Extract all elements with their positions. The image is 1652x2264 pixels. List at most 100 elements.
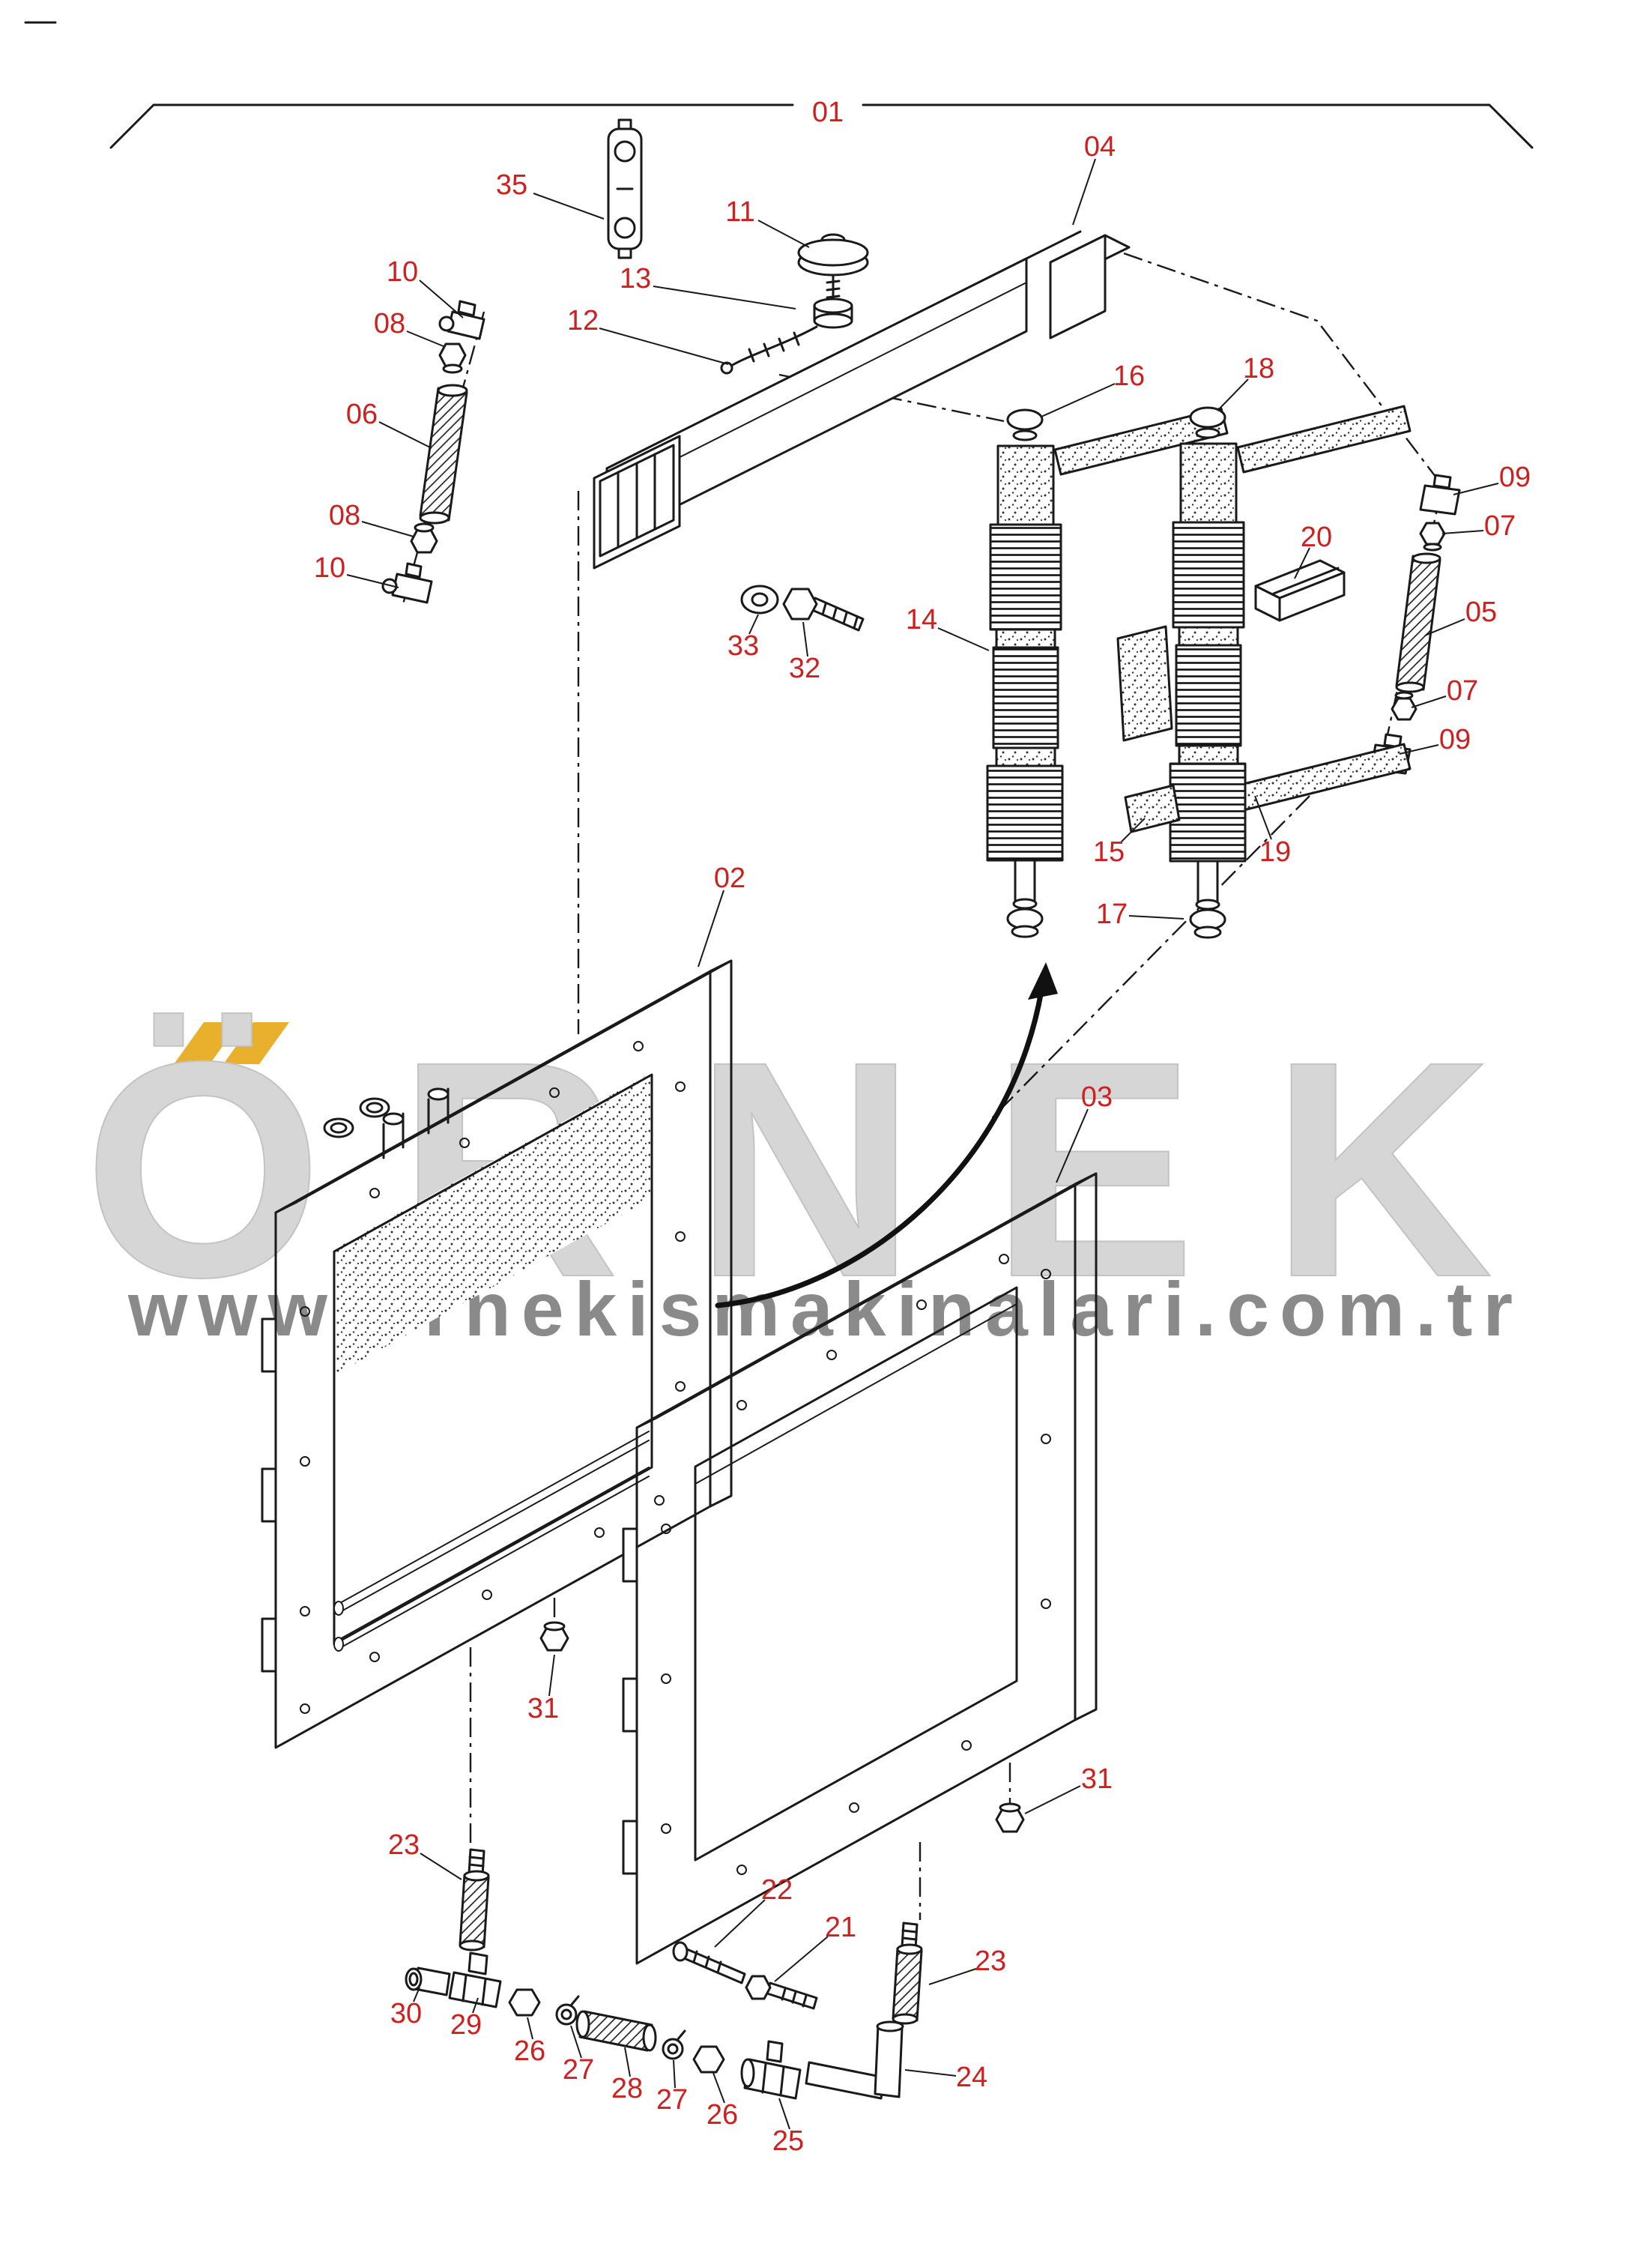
bolt-22 (672, 1941, 746, 1984)
callout-leader-35 (533, 193, 605, 220)
callout-leader-12 (599, 327, 729, 365)
callout-27: 27 (656, 2084, 688, 2116)
core-left-fins-1 (989, 523, 1062, 631)
bolt-head (782, 588, 818, 621)
core-left (986, 407, 1229, 938)
left-fitting-stack (381, 300, 485, 604)
callout-leader-22 (714, 1899, 766, 1948)
front-frame-shading (336, 1073, 650, 1374)
callout-leader-27 (570, 2025, 582, 2059)
callout-leader-26 (712, 2072, 725, 2104)
callout-leader-07 (1441, 530, 1484, 534)
callout-31: 31 (1081, 1763, 1113, 1795)
core-right-bottom-strip (1236, 743, 1412, 812)
callout-leader-02 (698, 890, 724, 968)
filler-cap-top (797, 238, 869, 267)
callout-04: 04 (1084, 131, 1116, 163)
pipe-boss-2 (323, 1117, 354, 1138)
header-line-left (109, 103, 794, 149)
front-frame (261, 959, 733, 1749)
overflow-tube (720, 325, 818, 375)
callout-leader-14 (937, 627, 990, 651)
core-right-fins-1 (1172, 521, 1245, 629)
pipe-boss-1 (359, 1097, 390, 1118)
callout-02: 02 (714, 863, 745, 894)
callout-leader-19 (1254, 795, 1272, 840)
hex-fitting-lower (1391, 697, 1417, 721)
tee-29 (448, 1971, 502, 2008)
callout-31: 31 (527, 1693, 559, 1724)
overflow-tube-end (720, 361, 733, 375)
rear-frame-inner (694, 1286, 1018, 1862)
front-frame-outer (274, 970, 712, 1749)
callout-leader-23 (420, 1853, 462, 1880)
core-right-top-tank (1179, 442, 1238, 524)
arrowhead (1028, 962, 1058, 1000)
callout-leader-29 (472, 1997, 479, 2014)
hose-05 (1395, 555, 1441, 691)
side-wedge-15 (1124, 784, 1181, 833)
callout-leader-04 (1072, 158, 1096, 226)
callout-leader-20 (1294, 547, 1310, 579)
clamp-27-right (662, 2038, 684, 2060)
hose-28 (578, 2010, 653, 2052)
callout-leader-09 (1453, 483, 1499, 495)
callout-leader-18 (1217, 378, 1249, 411)
callout-leader-05 (1424, 618, 1465, 636)
top-tank-assembly (593, 230, 1131, 570)
rear-frame-holes (661, 1254, 1051, 1875)
callout-22: 22 (761, 1874, 793, 1906)
core-right-top-dome (1189, 406, 1226, 429)
clamp-27-left (555, 2003, 578, 2026)
callout-15: 15 (1093, 836, 1125, 868)
core-right (1116, 405, 1412, 939)
bottom-fitting-chain (405, 1848, 923, 2100)
callout-05: 05 (1465, 597, 1497, 628)
core-left-fins-2 (992, 646, 1059, 749)
callout-leader-03 (1056, 1108, 1089, 1183)
sight-gauge-lower-window (614, 217, 636, 239)
callout-leader-23 (928, 1968, 977, 1985)
callout-leader-10 (346, 574, 399, 588)
callout-33: 33 (727, 630, 759, 662)
watermark-accent-slash-2 (223, 1022, 289, 1064)
transfer-arrow (715, 962, 1058, 1308)
callout-leader-08 (406, 330, 444, 347)
callout-leader-15 (1120, 818, 1146, 843)
rear-frame-outer (635, 1183, 1077, 1965)
elbow-top (1419, 484, 1461, 516)
core-tubes (333, 1431, 650, 1652)
hex-fitting-lower (410, 528, 438, 554)
nut-31-right (995, 1802, 1025, 1833)
nipple-26-left (508, 1988, 541, 2017)
bolt-21 (745, 1975, 818, 2010)
callout-12: 12 (567, 305, 599, 336)
callout-leader-09 (1399, 744, 1439, 755)
callout-21: 21 (825, 1912, 856, 1943)
watermark-accent-slash-1 (174, 1022, 240, 1064)
core-left-fins-3 (986, 764, 1064, 862)
callout-26: 26 (707, 2099, 738, 2131)
callout-07: 07 (1484, 510, 1516, 542)
callout-20: 20 (1301, 522, 1332, 553)
callout-25: 25 (772, 2125, 804, 2157)
washer-and-bolt (740, 585, 865, 632)
elbow-valve-bottom (391, 573, 433, 604)
callout-leader-28 (624, 2047, 631, 2077)
callout-14: 14 (906, 604, 937, 636)
filler-neck (813, 298, 853, 329)
callout-10: 10 (314, 552, 345, 584)
callout-leader-21 (774, 1936, 829, 1982)
hex-fitting-upper (438, 342, 467, 368)
callout-23: 23 (388, 1829, 420, 1861)
sheet-frame (24, 21, 1534, 149)
core-left-top-strip (1053, 407, 1229, 476)
tank-grille (593, 435, 681, 570)
hose-23-right (892, 1947, 923, 2022)
callout-leader-31 (1024, 1785, 1081, 1814)
washer (740, 585, 779, 615)
callout-leader-10 (419, 280, 464, 319)
